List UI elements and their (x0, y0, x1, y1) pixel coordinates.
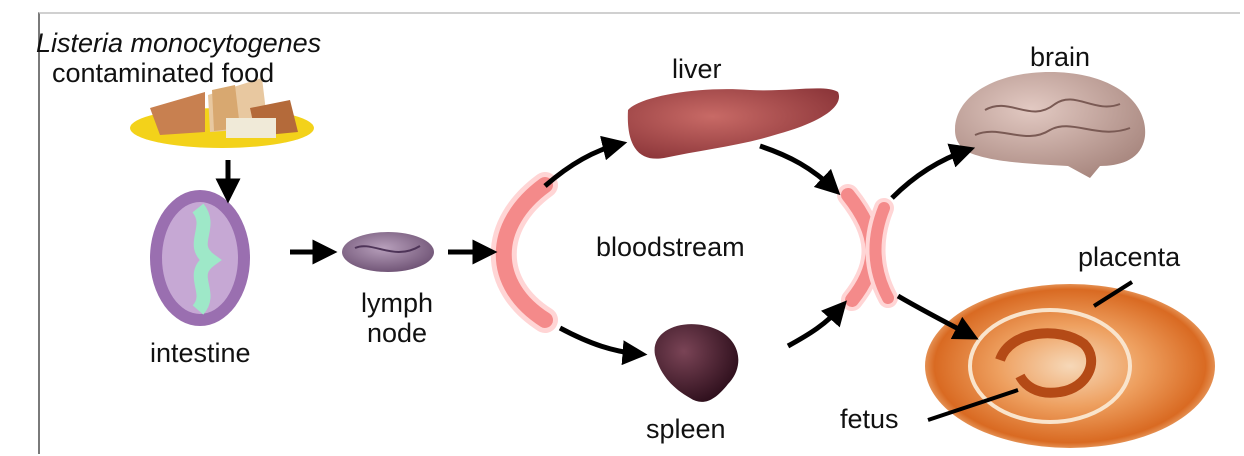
placenta-fetus-image (925, 284, 1215, 448)
lymph-node-label: lymph node (352, 288, 442, 348)
lymph-node-image (342, 232, 434, 272)
lymph-label-line1: lymph (352, 288, 442, 318)
spleen-image (655, 324, 739, 402)
contaminated-food-image (130, 78, 314, 148)
lymph-label-line2: node (352, 318, 442, 348)
placental-barrier (875, 208, 888, 298)
spleen-label: spleen (646, 414, 726, 444)
fetus-label: fetus (840, 404, 899, 434)
placenta-label: placenta (1078, 242, 1181, 272)
intestine-image (150, 190, 250, 326)
intestine-label: intestine (150, 338, 251, 368)
arrow-spleen-to-barrier (788, 306, 842, 346)
brain-image (955, 72, 1145, 178)
bloodstream-label: bloodstream (596, 232, 745, 262)
arrow-to-brain (892, 150, 968, 198)
liver-image (628, 88, 839, 158)
brain-label: brain (1030, 42, 1090, 72)
title-organism: Listeria monocytogenes (36, 28, 321, 58)
arrow-liver-to-barrier (760, 146, 835, 190)
arrow-blood-to-liver (545, 144, 620, 186)
arrow-blood-to-spleen (560, 328, 640, 354)
liver-label: liver (672, 54, 722, 84)
title-food: contaminated food (52, 58, 274, 88)
gut-barrier (504, 185, 545, 320)
